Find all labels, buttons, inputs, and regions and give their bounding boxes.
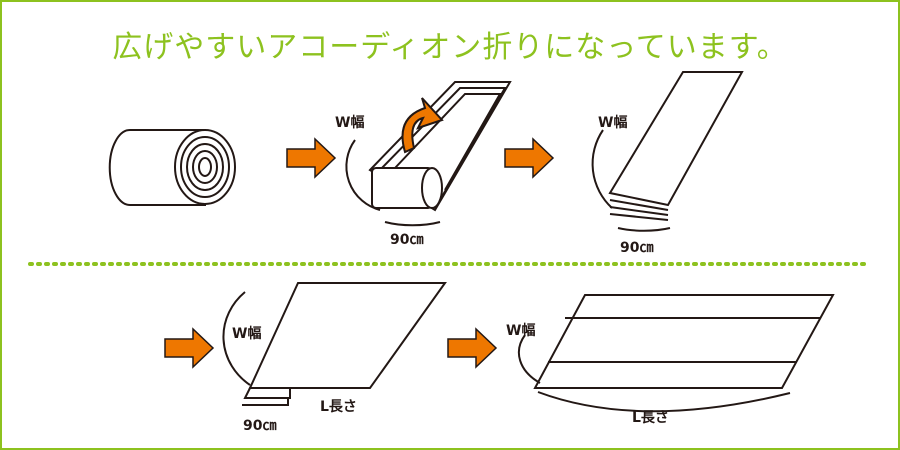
width-label-1: W幅 [335,114,364,131]
step-arrow-1 [286,138,336,178]
width-label-3: W幅 [232,325,261,342]
unfolding-length-sheet [222,282,447,406]
length-label-1: L長さ [320,399,357,415]
diagram-title: 広げやすいアコーディオン折りになっています。 [112,30,788,65]
width-size-label-3: 90㎝ [243,418,276,434]
folded-strip [591,71,744,232]
length-label-2: L長さ [632,410,669,426]
rolled-sheet [108,129,236,206]
step-arrow-2 [504,138,554,178]
width-label-2: W幅 [598,114,627,131]
step-arrow-3 [164,328,214,368]
width-size-label-2: 90㎝ [620,240,653,256]
width-size-label-1: 90㎝ [390,232,423,248]
width-label-4: W幅 [506,322,535,339]
fully-open-sheet [517,294,835,413]
unrolling-sheet [345,81,512,227]
step-arrow-4 [447,328,497,368]
